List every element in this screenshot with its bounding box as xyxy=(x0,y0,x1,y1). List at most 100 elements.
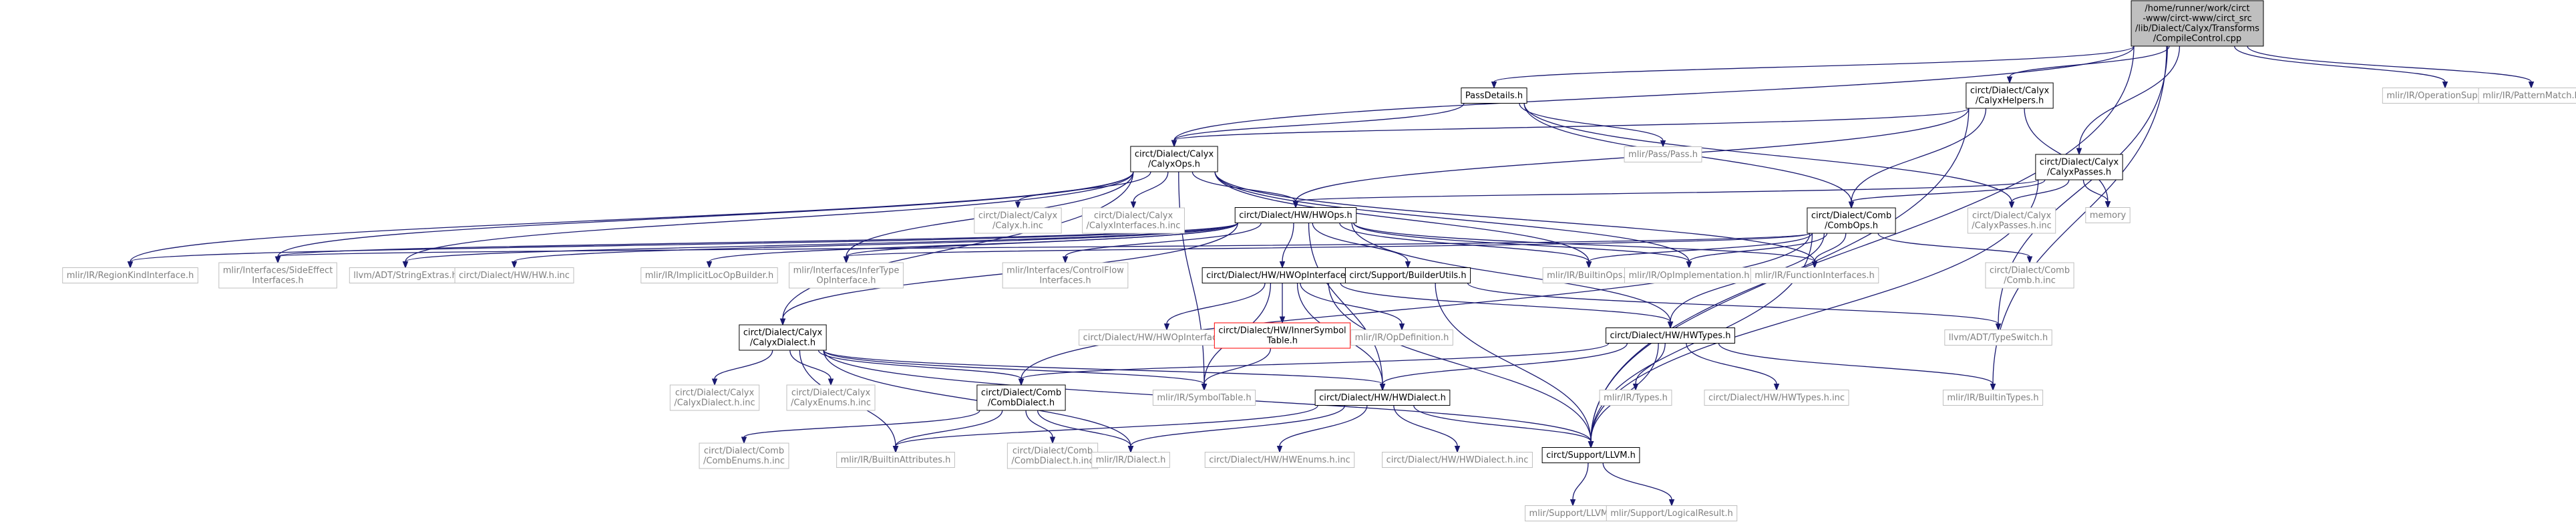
node-box xyxy=(1461,88,1527,104)
node-calyxpasses[interactable]: circt/Dialect/Calyx/CalyxPasses.h xyxy=(2035,154,2123,180)
node-mlirtypes: mlir/IR/Types.h xyxy=(1599,390,1672,406)
node-passdetails[interactable]: PassDetails.h xyxy=(1461,88,1527,104)
node-calyxops[interactable]: circt/Dialect/Calyx/CalyxOps.h xyxy=(1130,146,1218,172)
node-box xyxy=(1966,82,2054,109)
arrowhead xyxy=(1379,384,1386,391)
node-box xyxy=(1204,452,1355,468)
node-hwdialectinc: circt/Dialect/HW/HWDialect.h.inc xyxy=(1382,452,1533,468)
arrowhead xyxy=(2442,82,2448,89)
arrowhead xyxy=(1062,256,1069,264)
arrowhead xyxy=(1015,201,1021,209)
node-box xyxy=(1541,447,1640,463)
node-label: circt/Dialect/Comb xyxy=(1990,266,2070,276)
edge-hwops-to-regionkind xyxy=(127,222,1238,269)
node-box xyxy=(1599,390,1672,406)
node-builtintypes: mlir/IR/BuiltinTypes.h xyxy=(1942,390,2044,406)
node-box xyxy=(1350,330,1453,346)
node-opdef: mlir/IR/OpDefinition.h xyxy=(1350,330,1453,346)
arrowhead xyxy=(1848,201,1855,209)
arrowhead xyxy=(402,261,409,269)
node-combdialectinc: circt/Dialect/Comb/CombDialect.h.inc xyxy=(1006,442,1099,469)
arrowhead xyxy=(1171,140,1177,148)
node-combdialect[interactable]: circt/Dialect/Comb/CombDialect.h xyxy=(976,384,1066,411)
edge-hwdialect-to-mlirdialect xyxy=(1127,405,1346,453)
edge-supportllvm-to-logicalresult xyxy=(1602,463,1675,507)
node-supportllvm[interactable]: circt/Support/LLVM.h xyxy=(1541,447,1640,463)
arrowhead xyxy=(1399,323,1405,331)
node-box xyxy=(1985,262,2074,289)
node-box xyxy=(1344,267,1471,283)
arrowhead xyxy=(1201,384,1208,391)
node-mlirdialect: mlir/IR/Dialect.h xyxy=(1091,452,1170,468)
node-label: circt/Dialect/HW/HWDialect.h xyxy=(1319,393,1446,403)
arrowhead xyxy=(1995,323,2002,331)
edge-hwtypes-to-builtintypes xyxy=(1718,343,1996,391)
node-label: circt/Dialect/Calyx xyxy=(1970,86,2050,96)
arrowhead xyxy=(1588,441,1594,448)
edge-root-to-passdetails xyxy=(1491,45,2135,89)
arrowhead xyxy=(1127,446,1134,453)
node-layer: /home/runner/work/circt-www/circt-www/ci… xyxy=(62,0,2576,521)
edge-hwopinterfaces-to-opdef xyxy=(1300,283,1405,331)
edge-hwdialect-to-builtinattrs xyxy=(892,405,1318,453)
node-label: /CalyxHelpers.h xyxy=(1976,96,2044,106)
node-calyxdialectinc: circt/Dialect/Calyx/CalyxDialect.h.inc xyxy=(669,384,760,411)
node-label: mlir/IR/Types.h xyxy=(1604,393,1668,403)
arrowhead xyxy=(511,261,518,269)
node-box xyxy=(1382,452,1533,468)
node-box xyxy=(1152,390,1256,406)
edge-hwopinterfaces-to-hwtypes xyxy=(1340,283,1674,329)
arrowhead xyxy=(1586,261,1592,269)
edge-calyxhelpers-to-combops xyxy=(1848,108,1987,209)
node-label: mlir/Support/LLVM.h xyxy=(1529,509,1617,519)
arrowhead xyxy=(1163,323,1170,331)
node-calyxdialect[interactable]: circt/Dialect/Calyx/CalyxDialect.h xyxy=(739,324,827,351)
node-label: /CombOps.h xyxy=(1825,221,1878,231)
node-label: mlir/IR/SymbolTable.h xyxy=(1157,393,1251,403)
node-builderutils[interactable]: circt/Support/BuilderUtils.h xyxy=(1344,267,1471,283)
node-hwhinc: circt/Dialect/HW/HW.h.inc xyxy=(454,267,574,283)
node-label: circt/Dialect/Calyx xyxy=(2040,158,2119,168)
edge-supportllvm-to-mlirsupportllvm xyxy=(1570,463,1589,507)
arrowhead xyxy=(1668,499,1675,507)
node-calyxenumsinc: circt/Dialect/Calyx/CalyxEnums.h.inc xyxy=(786,384,876,411)
node-hwtypes[interactable]: circt/Dialect/HW/HWTypes.h xyxy=(1606,328,1735,344)
node-label: /CalyxPasses.h xyxy=(2047,168,2111,178)
node-label: mlir/Support/LogicalResult.h xyxy=(1610,509,1732,519)
edge-hwops-to-hwdialect xyxy=(1308,223,1386,391)
edge-calyxpasses-to-calyxpassesinc xyxy=(2008,179,2070,209)
node-label: circt/Dialect/Comb xyxy=(981,388,1061,398)
edge-hwopinterfaces-to-hwopifaceinc xyxy=(1163,283,1266,331)
arrowhead xyxy=(2076,148,2082,156)
node-hwopinterfaces[interactable]: circt/Dialect/HW/HWOpInterfaces.h xyxy=(1202,267,1363,283)
node-box xyxy=(1002,262,1129,289)
node-label: /CalyxPasses.h.inc xyxy=(1972,221,2051,231)
node-label: mlir/IR/BuiltinTypes.h xyxy=(1947,393,2038,403)
node-label: OpInterface.h xyxy=(816,276,876,286)
node-label: /CalyxDialect.h xyxy=(750,338,815,348)
edge-calyxdialect-to-calyxenumsinc xyxy=(789,350,834,386)
node-label: circt/Dialect/HW/HWOpInterfaces.h.inc xyxy=(1083,333,1251,343)
node-combenumsinc: circt/Dialect/Comb/CombEnums.h.inc xyxy=(699,442,789,469)
node-label: circt/Dialect/Calyx xyxy=(743,328,823,338)
edge-combdialect-to-combenumsinc xyxy=(741,410,980,444)
edge-hwtypes-to-hwtypesinc xyxy=(1686,343,1780,391)
node-hwops[interactable]: circt/Dialect/HW/HWOps.h xyxy=(1234,207,1357,223)
node-box xyxy=(454,267,574,283)
arrowhead xyxy=(127,261,134,269)
node-combops[interactable]: circt/Dialect/Comb/CombOps.h xyxy=(1807,207,1896,234)
node-hwdialect[interactable]: circt/Dialect/HW/HWDialect.h xyxy=(1314,390,1451,406)
node-label: circt/Dialect/HW/HWOps.h xyxy=(1239,211,1352,221)
node-regionkind: mlir/IR/RegionKindInterface.h xyxy=(62,267,198,283)
node-label: circt/Dialect/HW/HWTypes.h xyxy=(1610,331,1731,341)
node-root: /home/runner/work/circt-www/circt-www/ci… xyxy=(2131,0,2264,47)
node-opimpl: mlir/IR/OpImplementation.h xyxy=(1624,267,1754,283)
node-box xyxy=(669,384,760,411)
node-label: /Calyx.h.inc xyxy=(992,221,1043,231)
node-label: -www/circt-www/circt_src xyxy=(2143,14,2252,24)
node-label: mlir/Interfaces/ControlFlow xyxy=(1006,266,1124,276)
arrowhead xyxy=(2026,256,2033,264)
arrowhead xyxy=(1990,384,1996,391)
node-calyxhelpers[interactable]: circt/Dialect/Calyx/CalyxHelpers.h xyxy=(1966,82,2054,109)
